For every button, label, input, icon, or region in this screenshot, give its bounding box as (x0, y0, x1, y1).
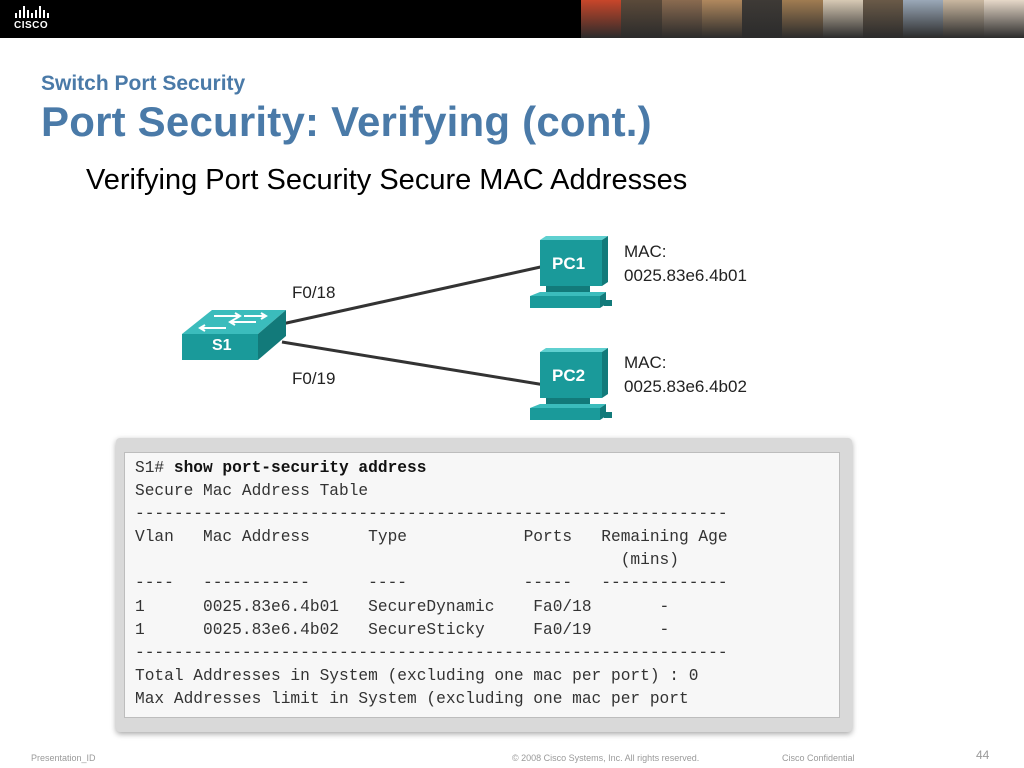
console-line: Vlan Mac Address Type Ports Remaining Ag… (135, 528, 728, 547)
banner-photo (862, 0, 904, 38)
pc1-label: PC1 (552, 254, 586, 273)
console-prompt: S1# (135, 459, 174, 477)
pc2-mac-title: MAC: (624, 353, 667, 372)
banner-photo (581, 0, 622, 38)
console-line: (mins) (135, 551, 679, 570)
console-line: Max Addresses limit in System (excluding… (135, 689, 689, 708)
link1-port-label: F0/18 (292, 283, 336, 302)
banner-photo (701, 0, 743, 38)
slide-title: Port Security: Verifying (cont.) (41, 98, 652, 145)
pc1-mac-title: MAC: (624, 242, 667, 261)
network-topology-diagram (182, 236, 612, 420)
top-banner: CISCO (0, 0, 1024, 38)
console-line: 1 0025.83e6.4b01 SecureDynamic Fa0/18 - (135, 597, 670, 616)
photo-strip (581, 0, 1024, 38)
console-command: show port-security address (173, 459, 427, 477)
pc2-mac-address: 0025.83e6.4b02 (624, 377, 747, 396)
cisco-bridge-icon (15, 6, 58, 18)
console-line: Secure Mac Address Table (135, 482, 369, 501)
banner-photo (822, 0, 863, 38)
console-line: Total Addresses in System (excluding one… (135, 666, 699, 685)
pc1-mac-address: 0025.83e6.4b01 (624, 266, 747, 285)
footer-confidential: Cisco Confidential (782, 753, 855, 763)
footer-presentation-id: Presentation_ID (31, 753, 96, 763)
slide-subtitle: Verifying Port Security Secure MAC Addre… (86, 164, 688, 196)
console-line: ----------------------------------------… (135, 505, 728, 524)
cisco-logo-text: CISCO (14, 20, 49, 31)
pc1-mac-block: MAC: 0025.83e6.4b01 (624, 240, 747, 288)
console-output: S1# show port-security address Secure Ma… (124, 452, 840, 718)
banner-photo (621, 0, 662, 38)
page-number: 44 (976, 748, 990, 762)
footer-copyright: © 2008 Cisco Systems, Inc. All rights re… (512, 753, 700, 763)
console-line: ---- ----------- ---- ----- ------------… (135, 574, 728, 593)
link2-port-label: F0/19 (292, 369, 336, 388)
console-line: ----------------------------------------… (135, 643, 728, 662)
banner-photo (742, 0, 783, 38)
section-title: Switch Port Security (41, 72, 246, 95)
pc2-mac-block: MAC: 0025.83e6.4b02 (624, 351, 747, 399)
switch-s1-icon (182, 310, 286, 360)
pc2-label: PC2 (552, 366, 586, 385)
banner-photo (782, 0, 823, 38)
switch-label: S1 (212, 337, 232, 354)
console-line: 1 0025.83e6.4b02 SecureSticky Fa0/19 - (135, 620, 670, 639)
banner-photo (903, 0, 944, 38)
banner-photo (943, 0, 984, 38)
cisco-logo: CISCO (14, 6, 58, 34)
banner-photo (661, 0, 702, 38)
console-command-line: S1# show port-security address (135, 457, 839, 480)
banner-photo (983, 0, 1024, 38)
